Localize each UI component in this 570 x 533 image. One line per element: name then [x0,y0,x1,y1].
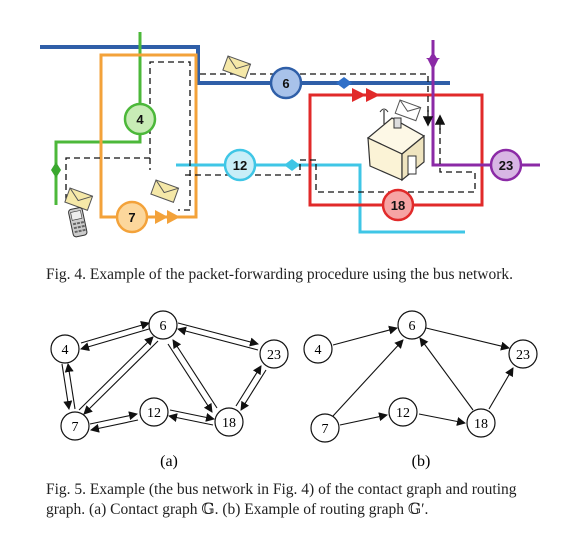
routing-graph-b-nodes: 4 6 23 7 12 18 [303,310,538,443]
route-orange [99,53,198,224]
bus-label-7: 7 [128,210,135,225]
graph-a-node-6: 6 [160,319,167,334]
bus-label-6: 6 [282,76,289,91]
figure-5-caption: Fig. 5. Example (the bus network in Fig.… [46,481,517,518]
figure-4-caption: Fig. 4. Example of the packet-forwarding… [46,266,514,283]
purple-stop-marker [426,58,440,64]
route-green [51,32,142,205]
contact-graph-a-nodes: 4 6 23 7 12 18 [50,310,289,441]
envelope-icon [222,55,252,79]
figure-4-bus-network: 6 4 12 7 18 23 [40,32,540,238]
envelope-icon [150,179,180,203]
graph-a-sublabel: (a) [160,453,178,470]
graph-a-node-7: 7 [72,420,79,435]
bus-node-12: 12 [223,148,257,182]
graph-a-node-4: 4 [62,343,69,358]
bus-node-18: 18 [381,188,415,222]
graph-b-node-12: 12 [396,406,410,421]
graph-a-node-18: 18 [222,416,236,431]
bus-node-7: 7 [115,200,149,234]
graph-b-node-23: 23 [516,348,530,363]
routing-graph-b [332,325,514,426]
bus-node-4: 4 [123,102,157,136]
graph-b-node-6: 6 [409,319,416,334]
contact-graph-a [61,320,267,433]
bus-node-6: 6 [269,66,303,100]
graph-b-node-4: 4 [315,343,322,358]
envelope-icon [394,99,422,122]
figure-5-graphs: 4 6 23 7 12 18 (a) 4 6 23 7 12 18 (b) [50,310,538,470]
route-cyan [176,159,465,234]
phone-icon [68,207,88,238]
bus-label-23: 23 [499,158,513,173]
bus-node-23: 23 [489,148,523,182]
cyan-stop-marker [284,159,300,171]
green-stop-marker [51,162,61,178]
graph-b-sublabel: (b) [412,453,431,470]
bus-label-4: 4 [136,112,144,127]
envelope-icon [64,187,94,211]
route-blue [40,45,450,89]
graph-b-node-18: 18 [474,417,488,432]
graph-a-node-12: 12 [147,406,161,421]
blue-stop-marker [336,77,352,89]
bus-label-18: 18 [391,198,405,213]
graph-b-node-7: 7 [322,422,329,437]
house-icon [366,108,426,182]
graph-a-node-23: 23 [267,348,281,363]
bus-label-12: 12 [233,158,247,173]
